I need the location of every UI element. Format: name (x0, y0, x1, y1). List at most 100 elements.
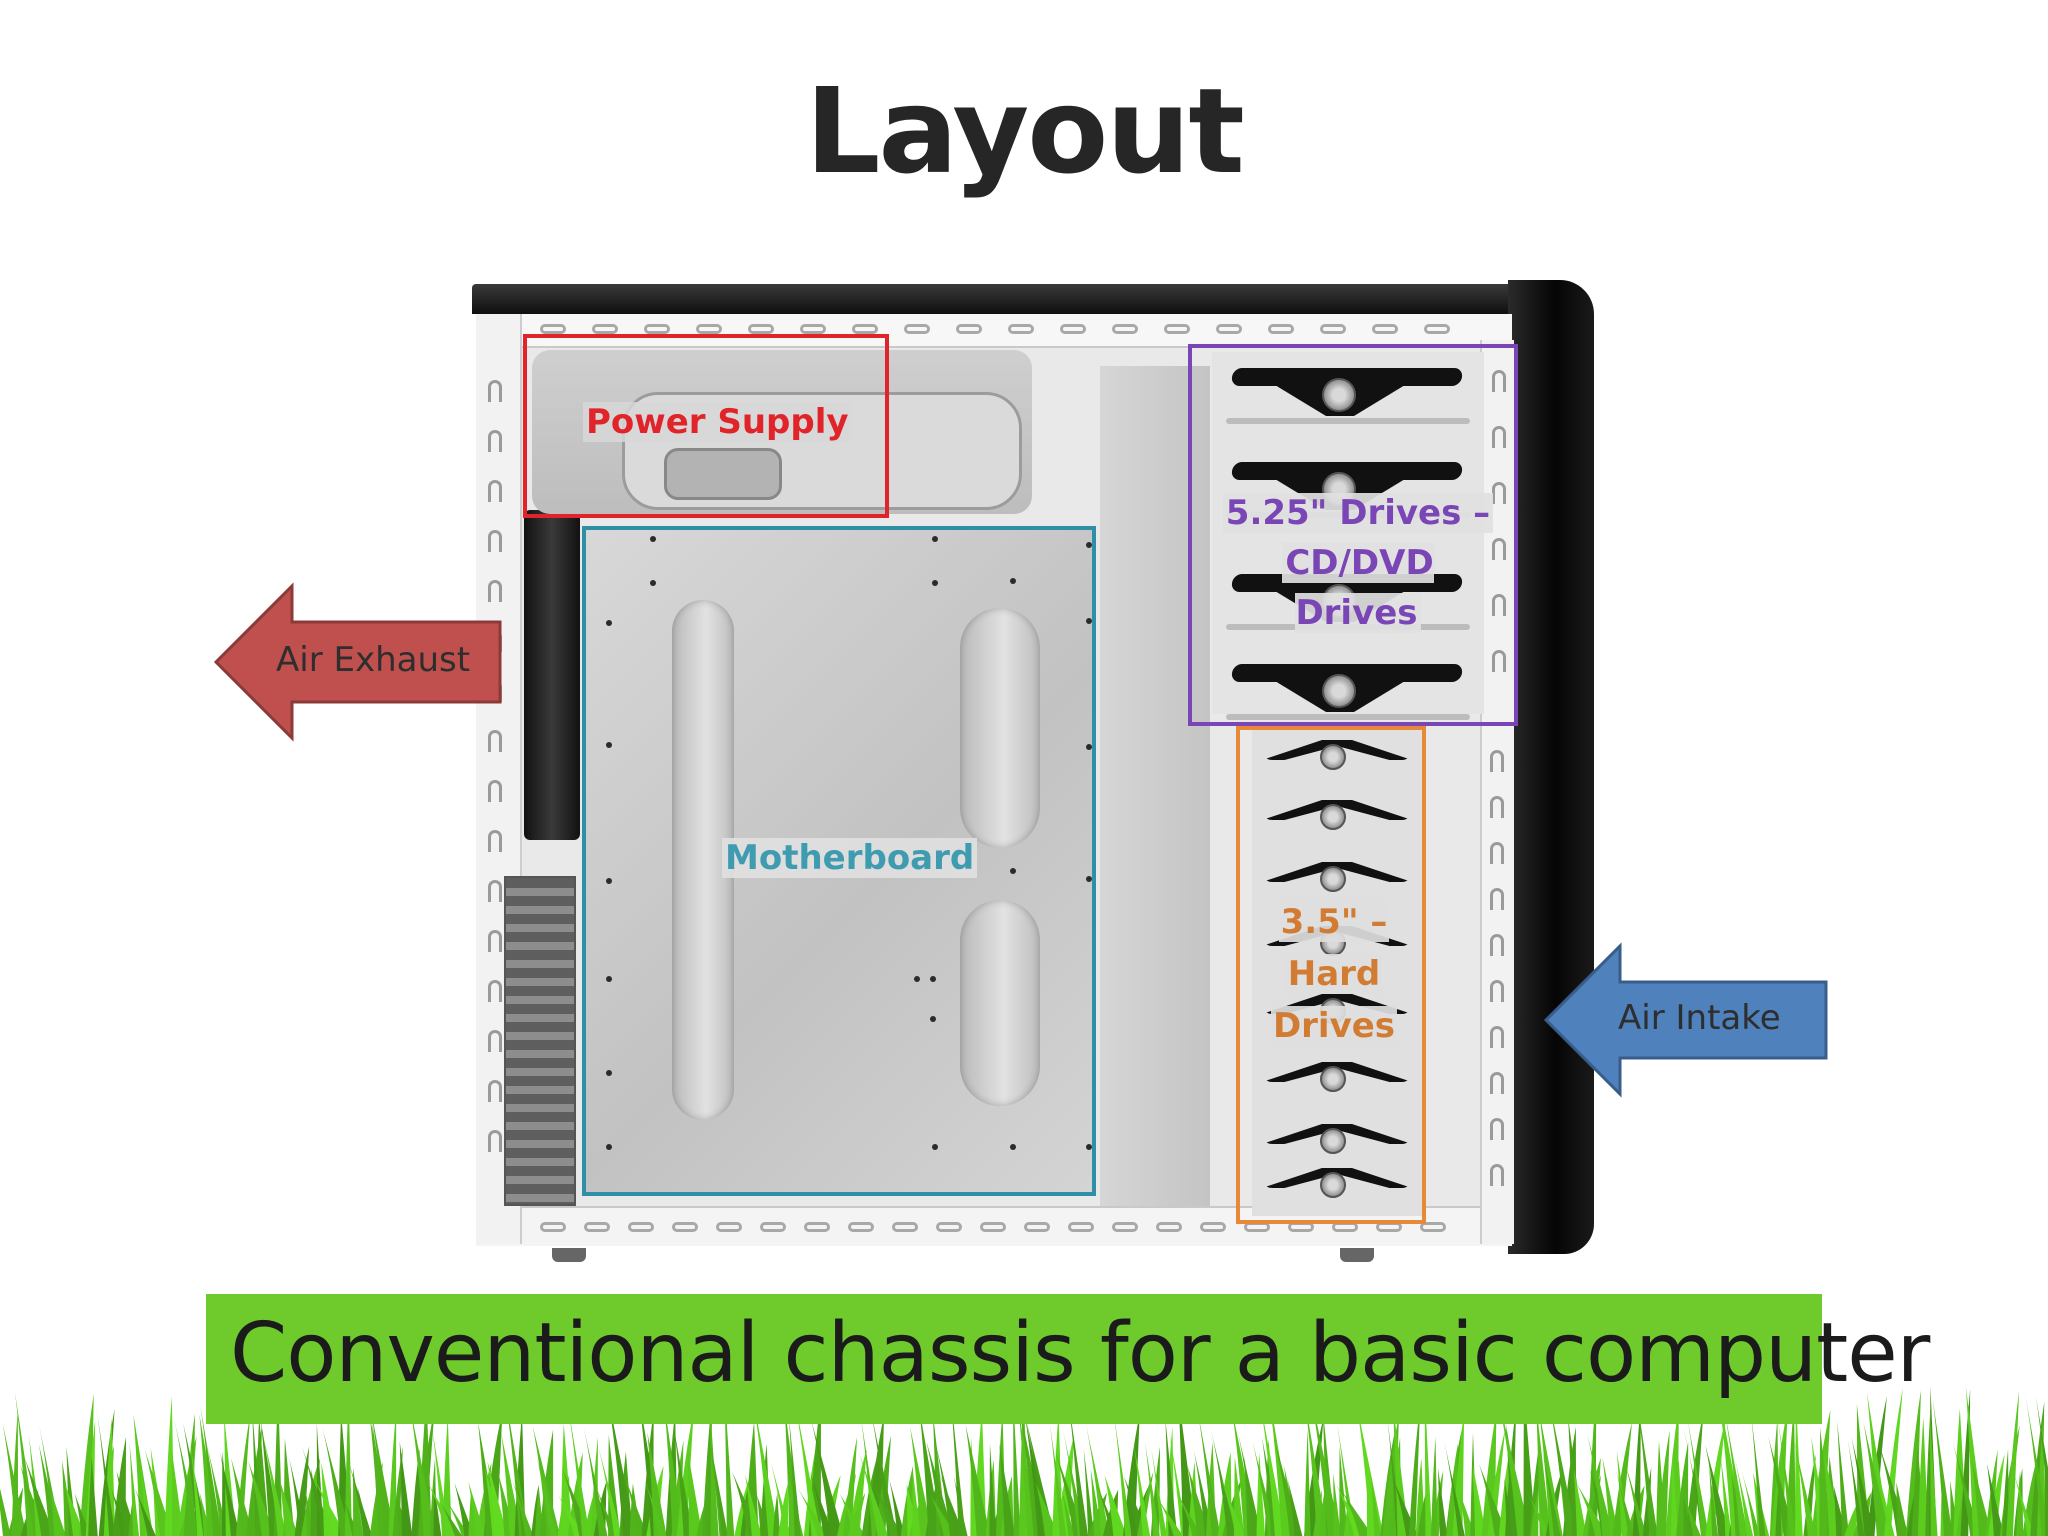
expansion-slot-covers (504, 876, 576, 1206)
rail-slot (1492, 482, 1506, 504)
standoff-hole (606, 1144, 612, 1150)
hdd-rail-knob (1320, 1128, 1346, 1154)
standoff-hole (606, 976, 612, 982)
standoff-hole (914, 976, 920, 982)
standoff-hole (1086, 1144, 1092, 1150)
hdd-rail-knob (1320, 744, 1346, 770)
rail-slot (1112, 324, 1138, 334)
rail-slot (852, 324, 878, 334)
rail-slot (488, 980, 502, 1002)
hdd-rail-knob (1320, 804, 1346, 830)
rail-slot (1320, 324, 1346, 334)
hdd-rail-knob (1320, 866, 1346, 892)
rail-slot (904, 324, 930, 334)
rail-slot (488, 430, 502, 452)
rail-slot (892, 1222, 918, 1232)
standoff-hole (1086, 542, 1092, 548)
power-supply-label: Power Supply (583, 402, 852, 442)
tray-cutout (960, 608, 1040, 848)
rail-slot (540, 1222, 566, 1232)
exhaust-fan (524, 510, 580, 840)
standoff-hole (1010, 578, 1016, 584)
optical-drives-label: 5.25" Drives – CD/DVD Drives (1220, 488, 1496, 638)
rail-slot (1112, 1222, 1138, 1232)
rail-slot (1424, 324, 1450, 334)
standoff-hole (606, 878, 612, 884)
rail-slot (1268, 324, 1294, 334)
tray-cutout (960, 900, 1040, 1106)
motherboard-label: Motherboard (722, 838, 978, 878)
rail-slot (936, 1222, 962, 1232)
rail-slot (488, 1080, 502, 1102)
air-intake-arrow (1543, 942, 1828, 1098)
rail-slot (1492, 650, 1506, 672)
drive-slot-line (1226, 418, 1470, 424)
case-foot (552, 1248, 586, 1262)
rail-slot (644, 324, 670, 334)
psu-handle (664, 448, 782, 500)
rail-slot (760, 1222, 786, 1232)
rail-slot (696, 324, 722, 334)
rail-slot (584, 1222, 610, 1232)
rail-slot (1490, 1026, 1504, 1048)
rail-slot (1490, 750, 1504, 772)
optical-drives-outline (1188, 344, 1518, 726)
standoff-hole (1086, 618, 1092, 624)
rail-slot (1156, 1222, 1182, 1232)
rail-slot (1068, 1222, 1094, 1232)
grass-border (0, 1386, 2048, 1536)
air-exhaust-label: Air Exhaust (276, 640, 471, 680)
motherboard-outline (582, 526, 1096, 1196)
rail-slot (1490, 842, 1504, 864)
optical-drives-label-line: 5.25" Drives – (1222, 493, 1494, 533)
rail-slot (592, 324, 618, 334)
case-front-bezel (1508, 280, 1594, 1254)
rail-slot (1200, 1222, 1226, 1232)
drive-rail-knob (1322, 674, 1356, 708)
standoff-hole (932, 1144, 938, 1150)
rail-slot (488, 830, 502, 852)
standoff-hole (650, 580, 656, 586)
standoff-hole (1086, 744, 1092, 750)
slide-title: Layout (805, 62, 1245, 200)
rail-slot (1490, 888, 1504, 910)
rail-slot (1164, 324, 1190, 334)
standoff-hole (606, 1070, 612, 1076)
hard-drives-outline (1236, 726, 1426, 1224)
rail-slot (1060, 324, 1086, 334)
air-intake-label: Air Intake (1618, 998, 1781, 1038)
rail-slot (716, 1222, 742, 1232)
hard-drives-label: 3.5" – Hard Drives (1256, 896, 1412, 1052)
standoff-hole (930, 1016, 936, 1022)
rail-slot (1372, 324, 1398, 334)
rail-slot (488, 530, 502, 552)
drive-rail-knob (1322, 378, 1356, 412)
rail-slot (1490, 1118, 1504, 1140)
standoff-hole (1010, 868, 1016, 874)
case-top-panel (472, 284, 1584, 314)
standoff-hole (1010, 1144, 1016, 1150)
standoff-hole (606, 742, 612, 748)
chassis-right-rail (1480, 340, 1514, 1244)
hdd-rail-knob (1320, 1066, 1346, 1092)
rail-slot (1490, 934, 1504, 956)
rail-slot (1216, 324, 1242, 334)
rail-slot (488, 880, 502, 902)
standoff-hole (930, 976, 936, 982)
hard-drives-label-line: Hard (1285, 954, 1383, 994)
caption-bar (206, 1294, 1822, 1424)
hdd-rail-knob (1320, 1172, 1346, 1198)
rail-slot (980, 1222, 1006, 1232)
optical-drives-label-line: CD/DVD Drives (1282, 543, 1434, 633)
rail-slot (488, 730, 502, 752)
rail-slot (488, 380, 502, 402)
rail-slot (672, 1222, 698, 1232)
case-foot (1340, 1248, 1374, 1262)
hard-drives-label-line: 3.5" – (1278, 902, 1390, 942)
rail-slot (1490, 1072, 1504, 1094)
rail-slot (1492, 426, 1506, 448)
standoff-hole (932, 580, 938, 586)
rail-slot (800, 324, 826, 334)
air-exhaust-arrow (213, 582, 502, 742)
